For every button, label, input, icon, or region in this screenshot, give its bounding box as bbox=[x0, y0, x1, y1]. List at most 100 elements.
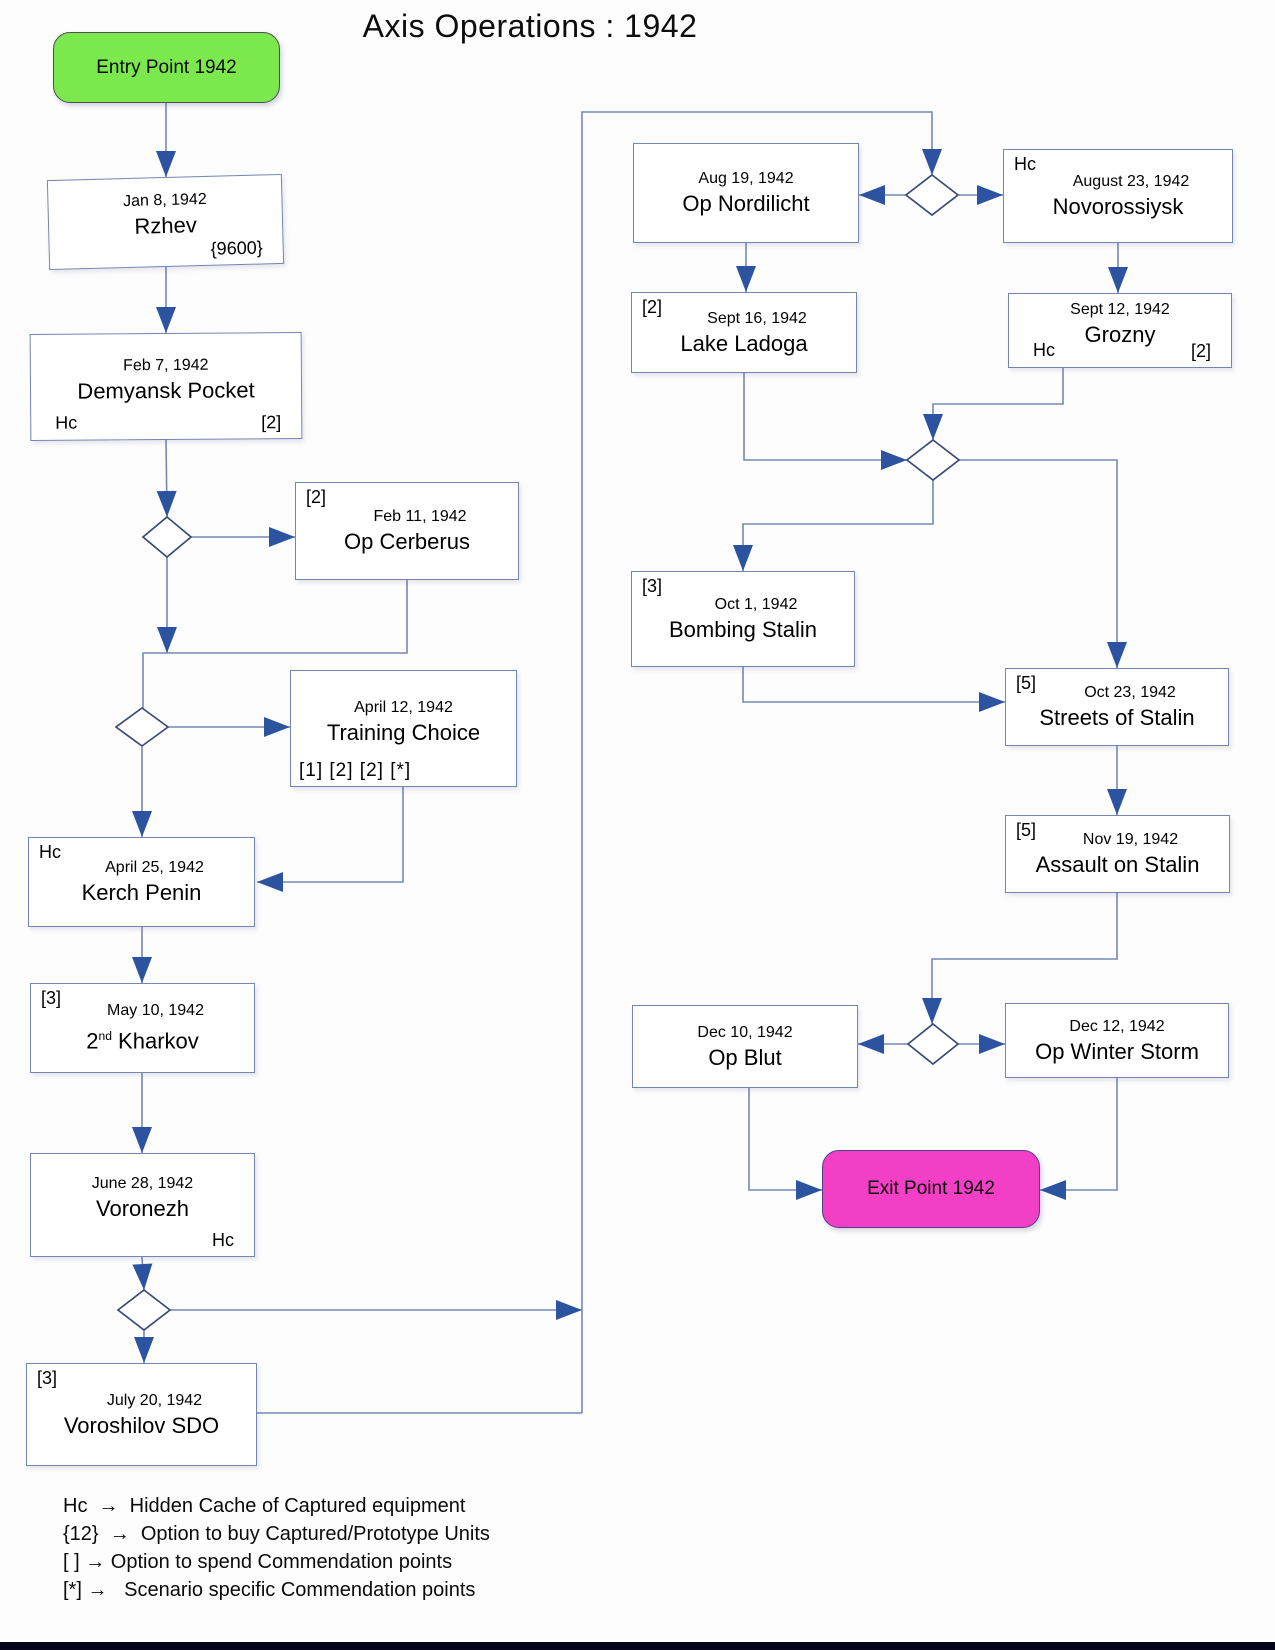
arrowhead-icon bbox=[156, 151, 176, 177]
node-date: Oct 23, 1942 bbox=[1084, 684, 1176, 701]
edge bbox=[932, 368, 1064, 440]
decision-diamond bbox=[906, 1022, 960, 1066]
marker-tl: [2] bbox=[642, 297, 663, 317]
marker-br: [2] bbox=[261, 412, 282, 433]
node-title: Op Cerberus bbox=[344, 529, 470, 554]
legend-line-scenario: [*] → Scenario specific Commendation poi… bbox=[63, 1579, 476, 1601]
arrowhead-icon bbox=[977, 185, 1003, 205]
edge bbox=[142, 580, 408, 708]
edge bbox=[748, 1088, 822, 1191]
legend-line-spend: [ ] → Option to spend Commendation point… bbox=[63, 1551, 453, 1573]
arrowhead-icon bbox=[257, 872, 283, 892]
node-date: August 23, 1942 bbox=[1072, 173, 1190, 190]
node-title: Streets of Stalin bbox=[1039, 705, 1195, 730]
node-title: Bombing Stalin bbox=[669, 617, 817, 642]
arrowhead-icon bbox=[132, 1127, 152, 1153]
arrowhead-icon bbox=[264, 717, 290, 737]
arrowhead-icon bbox=[922, 149, 942, 175]
edge bbox=[743, 373, 907, 461]
node-title: Grozny bbox=[1084, 321, 1156, 347]
arrowhead-icon bbox=[132, 1263, 153, 1290]
node-entry: Entry Point 1942 bbox=[53, 32, 280, 103]
arrowhead-icon bbox=[922, 998, 942, 1024]
terminal-label: Exit Point 1942 bbox=[867, 1178, 995, 1199]
page-title: Axis Operations : 1942 bbox=[362, 8, 698, 44]
edge bbox=[742, 667, 1005, 703]
marker-tl: [2] bbox=[306, 487, 327, 507]
arrowhead-icon bbox=[1107, 789, 1127, 815]
edge bbox=[581, 111, 933, 1413]
decision-diamond bbox=[905, 438, 961, 482]
node-title: Op Blut bbox=[708, 1044, 782, 1070]
arrowhead-icon bbox=[859, 185, 885, 205]
marker-bl: Hc bbox=[1033, 340, 1055, 360]
arrowhead-icon bbox=[269, 527, 295, 547]
node-title: 2nd Kharkov bbox=[86, 1028, 199, 1054]
arrowhead-icon bbox=[979, 692, 1005, 712]
node-title: Novorossiysk bbox=[1052, 194, 1184, 219]
legend-line-hc: Hc → Hidden Cache of Captured equipment bbox=[63, 1495, 466, 1517]
arrowhead-icon bbox=[923, 414, 943, 440]
arrowhead-icon bbox=[156, 490, 177, 517]
arrowhead-icon bbox=[881, 450, 907, 470]
decision-diamond bbox=[904, 173, 960, 217]
node-title: Training Choice bbox=[326, 719, 481, 745]
node-date: April 12, 1942 bbox=[354, 698, 453, 716]
node-title: Voroshilov SDO bbox=[63, 1412, 220, 1438]
arrowhead-icon bbox=[796, 1180, 822, 1200]
edge bbox=[257, 787, 404, 883]
node-date: Oct 1, 1942 bbox=[714, 596, 798, 613]
arrowhead-icon bbox=[132, 957, 152, 983]
node-cerberus: Feb 11, 1942 Op Cerberus [2] bbox=[295, 482, 519, 580]
arrowhead-icon bbox=[134, 1337, 154, 1363]
node-date: Feb 7, 1942 bbox=[123, 356, 209, 374]
node-date: Aug 19, 1942 bbox=[698, 170, 794, 187]
node-title: Voronezh bbox=[96, 1196, 189, 1221]
decision-diamond bbox=[116, 1288, 172, 1332]
arrowhead-icon bbox=[1040, 1180, 1066, 1200]
arrowhead-icon bbox=[132, 811, 152, 837]
decision-diamond bbox=[114, 706, 170, 748]
marker-bottom: [1] [2] [2] [*] bbox=[299, 760, 412, 781]
marker-br: {9600} bbox=[210, 237, 263, 259]
node-date: April 25, 1942 bbox=[105, 859, 204, 876]
arrowhead-icon bbox=[1108, 267, 1128, 293]
legend-line-buy: {12} → Option to buy Captured/Prototype … bbox=[63, 1523, 490, 1545]
node-title: Op Winter Storm bbox=[1035, 1038, 1199, 1064]
edge bbox=[1040, 1078, 1118, 1191]
decision-diamond bbox=[141, 515, 193, 559]
node-date: May 10, 1942 bbox=[107, 1002, 204, 1020]
arrowhead-icon bbox=[1107, 642, 1127, 668]
arrowhead-icon bbox=[979, 1034, 1005, 1054]
node-exit: Exit Point 1942 bbox=[822, 1150, 1040, 1228]
arrowhead-icon bbox=[556, 1300, 582, 1320]
node-title: Assault on Stalin bbox=[1035, 852, 1200, 877]
node-date: July 20, 1942 bbox=[106, 1391, 203, 1409]
node-date: June 28, 1942 bbox=[91, 1175, 194, 1192]
marker-br: Hc bbox=[212, 1230, 234, 1250]
node-date: Sept 12, 1942 bbox=[1070, 300, 1170, 318]
marker-tl: [5] bbox=[1016, 673, 1037, 693]
legend: Hc → Hidden Cache of Captured equipment … bbox=[63, 1492, 490, 1604]
edge bbox=[742, 480, 934, 571]
node-date: Jan 8, 1942 bbox=[122, 190, 207, 211]
node-date: Feb 11, 1942 bbox=[373, 508, 467, 525]
marker-tl: [3] bbox=[642, 576, 663, 596]
marker-tl: Hc bbox=[1014, 154, 1036, 174]
arrowhead-icon bbox=[733, 545, 753, 571]
arrowhead-icon bbox=[156, 307, 176, 333]
